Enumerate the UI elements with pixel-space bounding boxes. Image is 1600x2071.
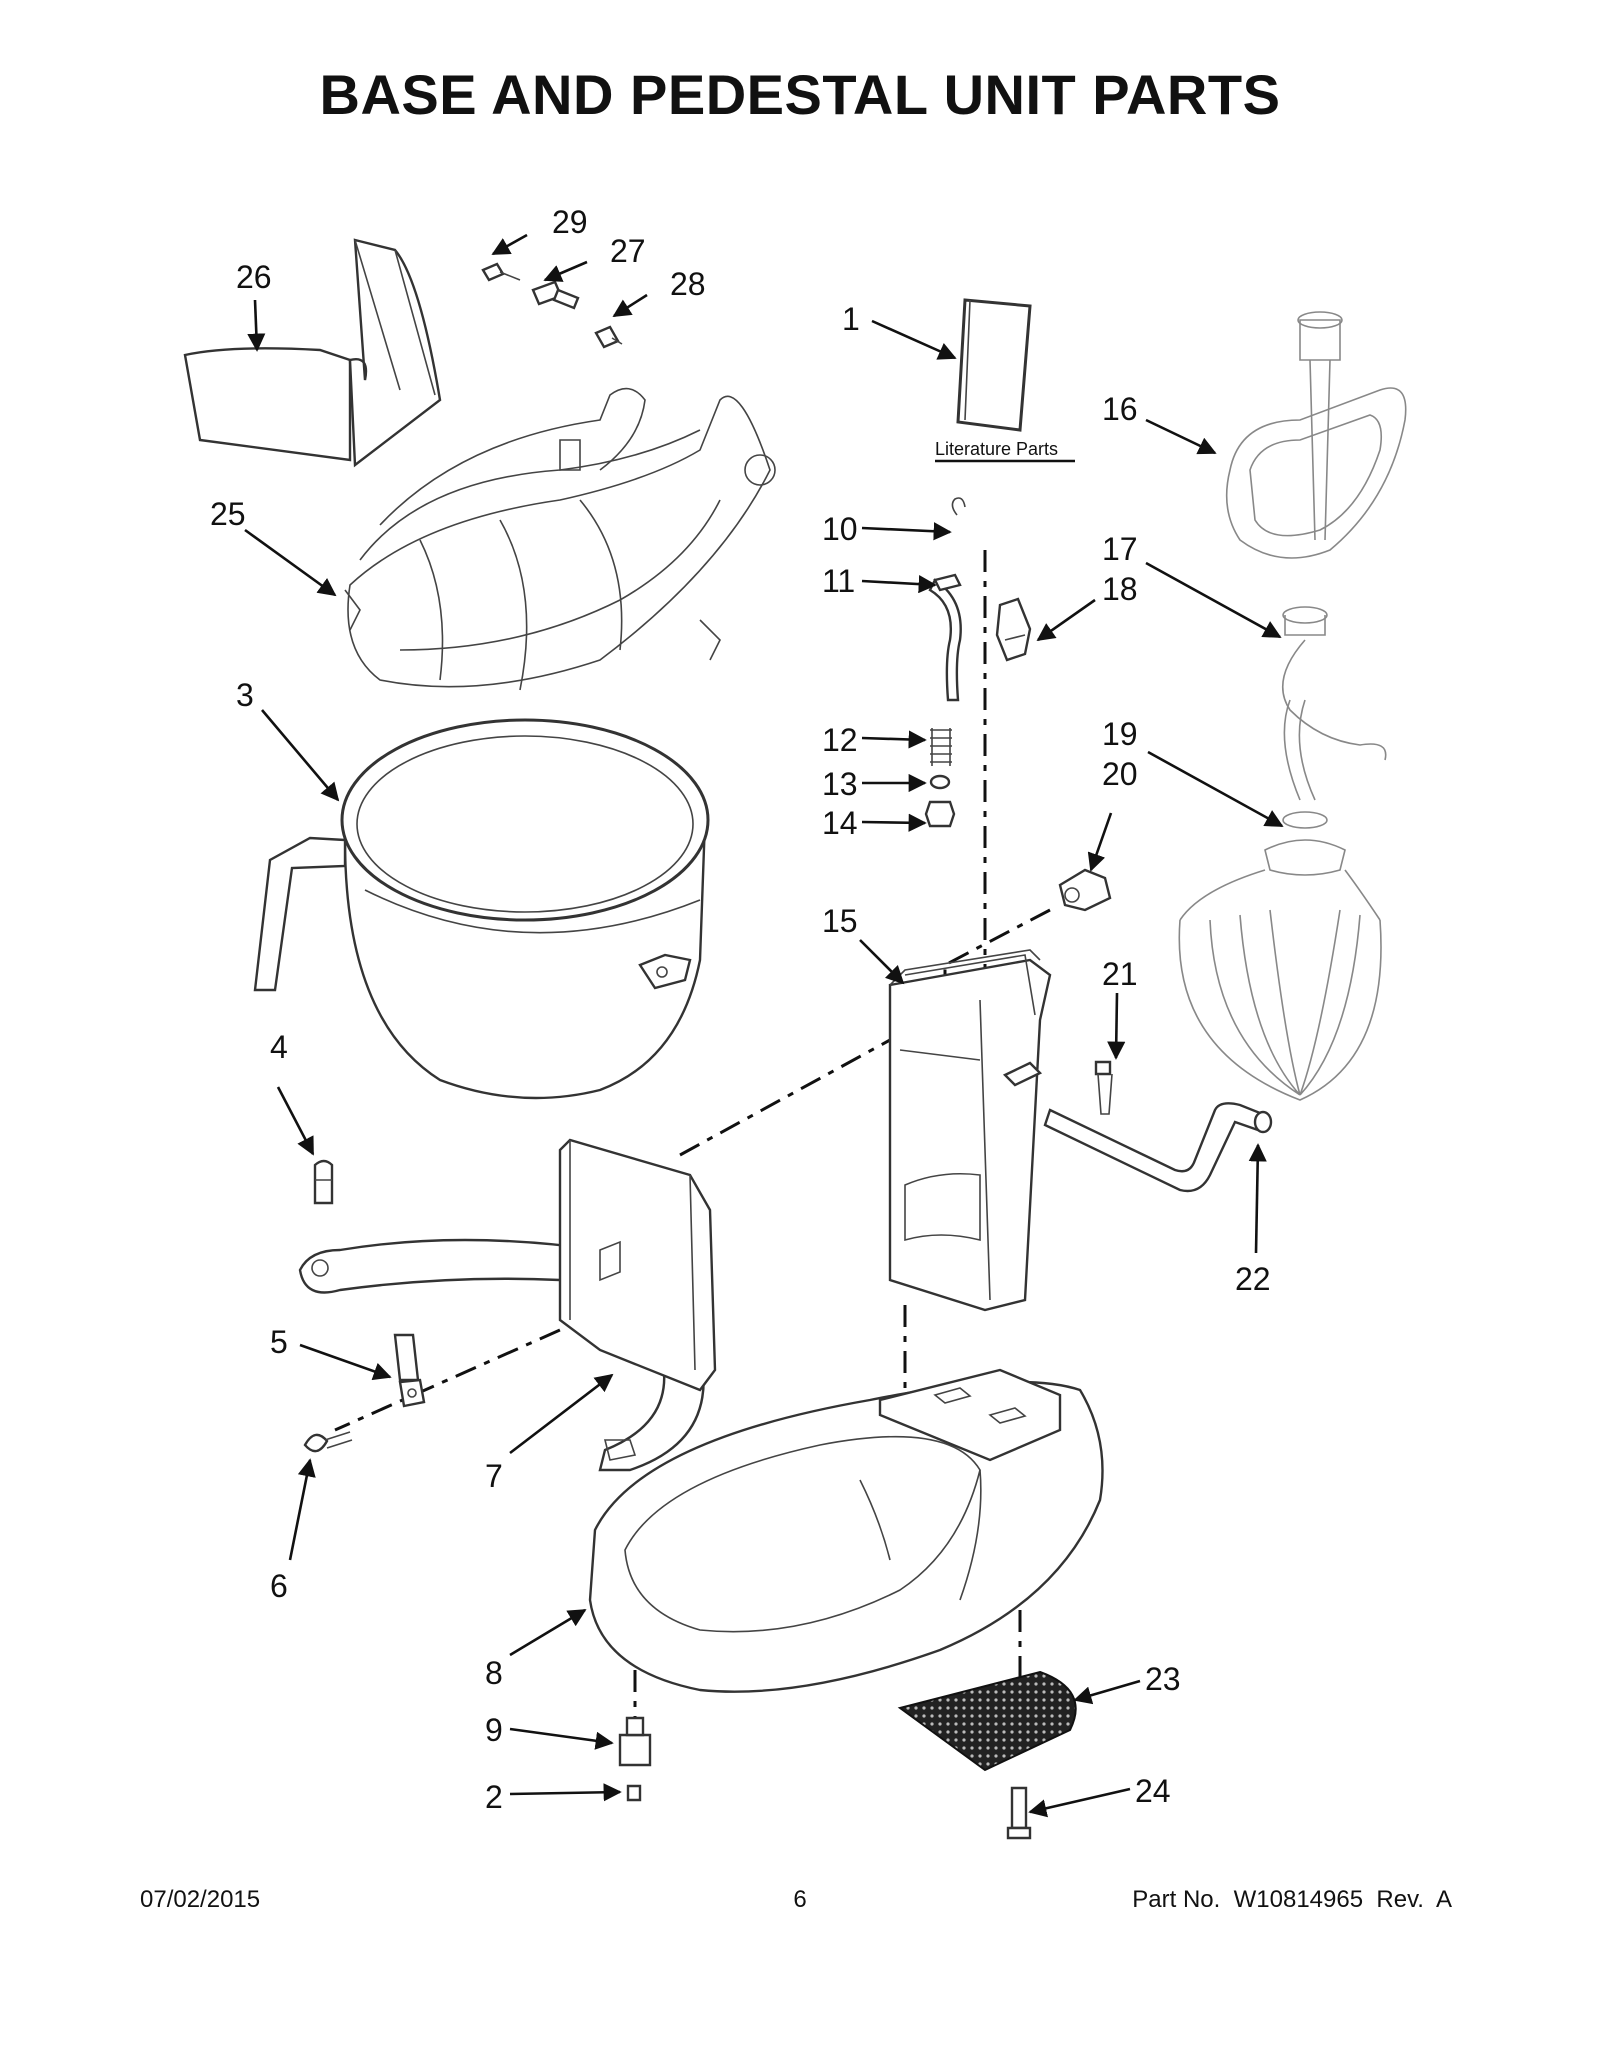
footer-date: 07/02/2015 — [140, 1886, 261, 1913]
part-25-bowl-guard — [344, 387, 776, 691]
part-15-pedestal-column — [888, 949, 1052, 1312]
part-6-screw — [303, 1431, 353, 1453]
part-20-knob — [1058, 868, 1112, 912]
callout-27: 27 — [610, 233, 646, 269]
callout-5: 5 — [270, 1324, 288, 1360]
part-19-wire-whip — [1178, 811, 1382, 1101]
part-4-fitting — [313, 1159, 334, 1205]
parts-10-14-lift-mechanism — [924, 497, 1032, 828]
callout-14: 14 — [822, 805, 858, 841]
callout-21: 21 — [1102, 956, 1138, 992]
callout-29: 29 — [552, 204, 588, 240]
part-23-foot-pad — [897, 1670, 1077, 1772]
part-3-mixing-bowl — [253, 718, 710, 1100]
footer-part-number: Part No. W10814965 Rev. A — [1132, 1886, 1452, 1913]
part-26-pour-shield — [183, 238, 442, 468]
literature-parts-label: Literature Parts — [935, 439, 1058, 459]
callout-22: 22 — [1235, 1261, 1271, 1297]
callout-28: 28 — [670, 266, 706, 302]
callout-24: 24 — [1135, 1773, 1171, 1809]
callout-23: 23 — [1145, 1661, 1181, 1697]
callout-17: 17 — [1102, 531, 1138, 567]
callout-3: 3 — [236, 677, 254, 713]
leader-arrows — [244, 233, 1284, 1818]
callout-16: 16 — [1102, 391, 1138, 427]
callout-19: 19 — [1102, 716, 1138, 752]
callout-labels: 1 2 3 4 5 6 7 8 9 10 11 12 13 14 15 16 1… — [210, 204, 1271, 1815]
callout-12: 12 — [822, 722, 858, 758]
part-22-crank-handle — [1043, 1102, 1273, 1193]
callout-13: 13 — [822, 766, 858, 802]
callout-9: 9 — [485, 1712, 503, 1748]
part-7-bowl-support — [298, 1138, 717, 1472]
parts-27-28-29-pins — [481, 262, 623, 349]
callout-15: 15 — [822, 903, 858, 939]
callout-10: 10 — [822, 511, 858, 547]
part-17-dough-hook — [1282, 606, 1387, 801]
callout-20: 20 — [1102, 756, 1138, 792]
callout-7: 7 — [485, 1458, 503, 1494]
callout-8: 8 — [485, 1655, 503, 1691]
callout-6: 6 — [270, 1568, 288, 1604]
callout-2: 2 — [485, 1779, 503, 1815]
callout-18: 18 — [1102, 571, 1138, 607]
part-8-base — [588, 1368, 1104, 1693]
parts-9-2-feet — [618, 1716, 652, 1802]
part-16-flat-beater — [1225, 311, 1407, 559]
footer-page-number: 6 — [793, 1886, 807, 1913]
part-24-screw — [1006, 1786, 1032, 1840]
page-title: BASE AND PEDESTAL UNIT PARTS — [319, 63, 1281, 126]
part-5-bracket — [393, 1333, 426, 1408]
callout-26: 26 — [236, 259, 272, 295]
callout-4: 4 — [270, 1029, 288, 1065]
part-1-literature — [956, 298, 1032, 432]
callout-1: 1 — [842, 301, 860, 337]
part-21-screw — [1094, 1060, 1113, 1115]
callout-11: 11 — [822, 563, 855, 599]
callout-25: 25 — [210, 496, 246, 532]
